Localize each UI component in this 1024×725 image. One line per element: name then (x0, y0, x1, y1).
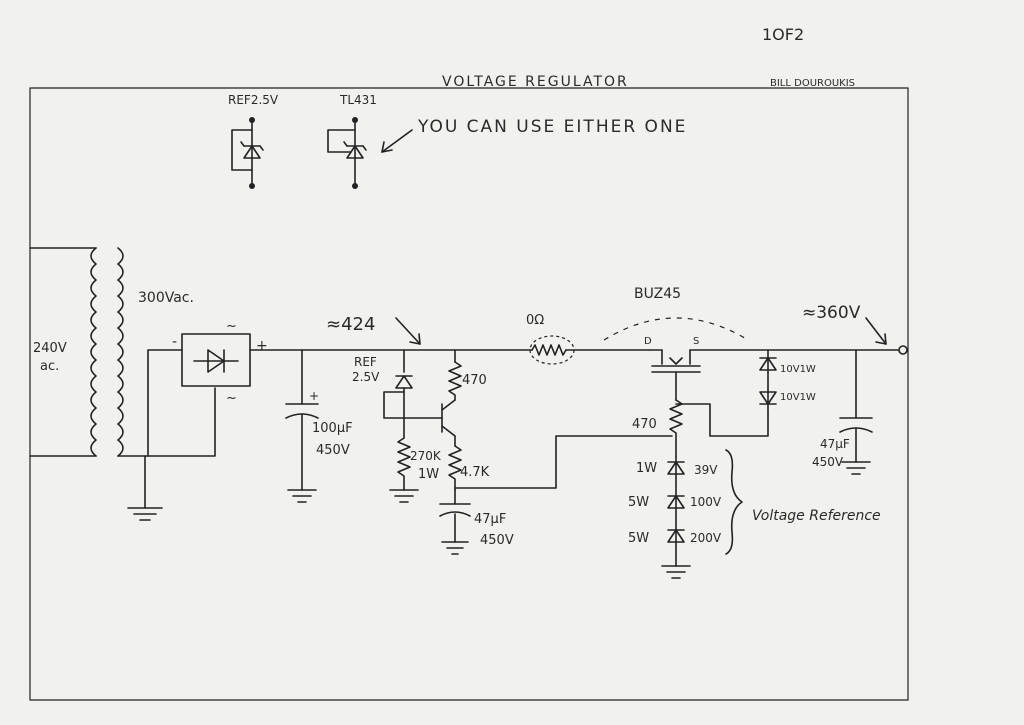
r270k-power: 1W (418, 467, 439, 482)
cap47-left-value: 47μF (474, 512, 506, 527)
bridge-plus: + (256, 338, 268, 354)
mosfet-drain: D (644, 336, 652, 347)
r4k7-value: 4.7K (460, 465, 490, 480)
cap47-left-voltage: 450V (480, 533, 514, 548)
ref25v-symbol (231, 117, 264, 189)
r470-mid-value: 470 (632, 417, 657, 432)
transformer (29, 247, 149, 457)
filter-cap-plus: + (309, 389, 319, 403)
ground-symbol-transformer (127, 507, 163, 521)
output-zeners (759, 349, 777, 415)
node-424-arrow (395, 317, 421, 345)
author-name: BILL DOUROUKIS (770, 78, 855, 89)
zener1-power: 1W (636, 461, 657, 476)
bridge-ac-top: ~ (226, 319, 237, 334)
page-number: 1OF2 (762, 25, 804, 44)
drawing-title: VOLTAGE REGULATOR (442, 74, 629, 90)
zener3-voltage: 200V (690, 531, 722, 545)
zener-out2-label: 10V1W (780, 392, 816, 403)
resistor-270k (389, 437, 419, 503)
ref-device-line1: REF (354, 355, 377, 369)
node-424-label: ≈424 (326, 314, 375, 335)
resistor-470-top (448, 349, 462, 401)
mosfet-part: BUZ45 (634, 286, 681, 302)
zero-ohm-label: 0Ω (526, 313, 544, 328)
reference-note: YOU CAN USE EITHER ONE (417, 117, 687, 137)
primary-voltage: 240V (33, 341, 67, 356)
output-terminal (898, 345, 908, 355)
wire-sec-left (147, 349, 183, 457)
filter-cap-voltage: 450V (316, 443, 350, 458)
note-arrow (381, 129, 413, 153)
zener2-voltage: 100V (690, 495, 722, 509)
ref25v-shunt (383, 349, 443, 439)
zener-stack (661, 455, 691, 579)
zener3-power: 5W (628, 531, 649, 546)
output-arrow (865, 317, 887, 345)
output-voltage-label: ≈360V (802, 303, 861, 323)
r470-top-value: 470 (462, 373, 487, 388)
mosfet-buz45 (649, 349, 901, 401)
filter-capacitor (285, 349, 319, 503)
tl431-label: TL431 (339, 93, 377, 107)
filter-cap-value: 100μF (312, 421, 353, 436)
zero-ohm-link (529, 335, 651, 365)
resistor-470-mid (669, 399, 769, 457)
tl431-symbol (327, 117, 367, 189)
mosfet-source: S (693, 336, 699, 347)
cap47-right-voltage: 450V (812, 455, 844, 469)
mosfet-heatsink-dashes (603, 317, 749, 341)
zener1-voltage: 39V (694, 463, 718, 477)
capacitor-47u-left (439, 503, 471, 555)
npn-transistor (441, 399, 456, 447)
ref-device-line2: 2.5V (352, 370, 380, 384)
cap47-right-value: 47μF (820, 437, 850, 451)
voltage-reference-label: Voltage Reference (752, 508, 881, 524)
reference-brace (725, 449, 743, 555)
zener2-power: 5W (628, 495, 649, 510)
r270k-value: 270K (410, 449, 442, 463)
secondary-voltage: 300Vac. (138, 290, 194, 306)
bridge-minus: - (172, 334, 177, 350)
ref25v-label: REF2.5V (228, 93, 279, 107)
capacitor-47u-right (839, 349, 873, 475)
drawing-border (29, 87, 909, 701)
bridge-rectifier (181, 333, 251, 387)
primary-unit: ac. (40, 359, 59, 374)
resistor-4k7 (448, 435, 673, 505)
wire-sec-bottom (147, 387, 216, 457)
bridge-ac-bottom: ~ (226, 391, 237, 406)
zener-out1-label: 10V1W (780, 364, 816, 375)
